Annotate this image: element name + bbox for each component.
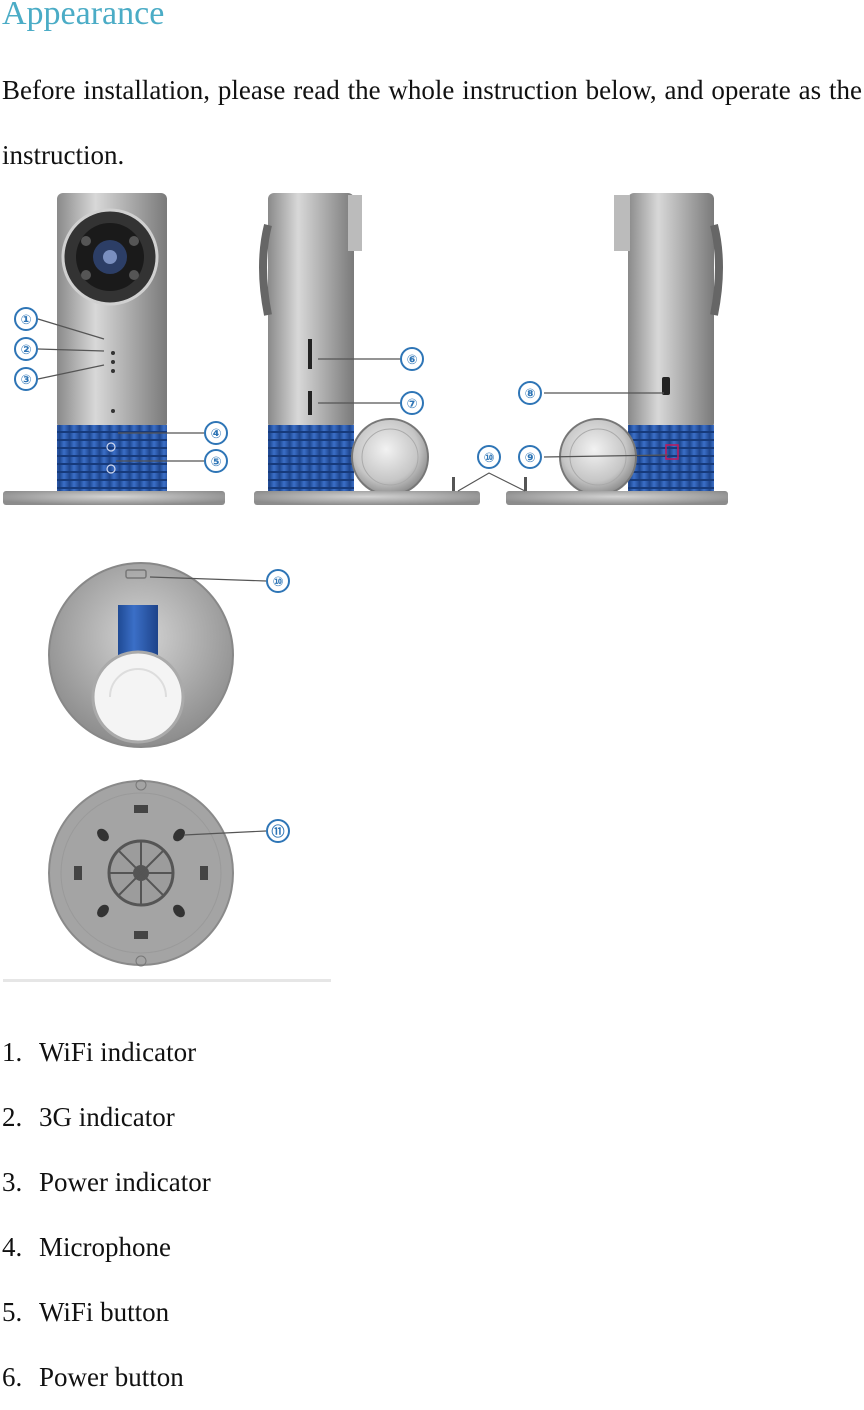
list-item-number: 4. [2,1232,23,1262]
list-item-label: 3G indicator [39,1102,175,1132]
list-item-number: 3. [2,1167,23,1197]
list-item-number: 5. [2,1297,23,1327]
svg-text:③: ③ [20,372,31,387]
svg-text:⑩: ⑩ [483,450,494,465]
svg-text:⑥: ⑥ [406,352,417,367]
callout-10-base: ⑩ [266,569,290,593]
list-item-label: Microphone [39,1232,171,1262]
base-bottom-view [48,779,234,967]
callout-leader-lines [37,318,669,836]
callout-11: ⑪ [266,819,290,843]
svg-text:⑦: ⑦ [406,396,417,411]
list-item: 5. WiFi button [0,1280,211,1345]
camera-front-view [3,193,225,505]
callout-5: ⑤ [204,449,228,473]
list-item-number: 1. [2,1037,23,1067]
callout-6: ⑥ [400,347,424,371]
callout-7: ⑦ [400,391,424,415]
camera-appearance-figure: ① ② ③ ④ ⑤ ⑥ ⑦ [0,185,864,985]
list-item: 3. Power indicator [0,1150,211,1215]
svg-text:②: ② [20,342,31,357]
callout-labels: ① ② ③ ④ ⑤ ⑥ ⑦ [14,307,542,843]
callout-4: ④ [204,421,228,445]
callout-9: ⑨ [518,445,542,469]
svg-text:①: ① [20,312,31,327]
svg-text:⑪: ⑪ [271,824,284,839]
parts-list: 1. WiFi indicator 2. 3G indicator 3. Power … [0,1020,211,1410]
intro-paragraph: Before installation, please read the who… [2,75,862,170]
camera-side-view [254,193,527,505]
callout-8: ⑧ [518,381,542,405]
list-item: 6. Power button [0,1345,211,1410]
callout-1: ① [14,307,38,331]
base-top-view [48,562,234,748]
list-item-label: WiFi indicator [39,1037,197,1067]
camera-back-view [506,193,728,505]
svg-text:④: ④ [210,426,221,441]
list-item-label: WiFi button [39,1297,170,1327]
callout-3: ③ [14,367,38,391]
section-heading: Appearance [2,0,165,32]
list-item-number: 6. [2,1362,23,1392]
svg-text:⑧: ⑧ [524,386,535,401]
list-item-number: 2. [2,1102,23,1132]
list-item: 4. Microphone [0,1215,211,1280]
list-item: 2. 3G indicator [0,1085,211,1150]
list-item: 1. WiFi indicator [0,1020,211,1085]
svg-text:⑤: ⑤ [210,454,221,469]
svg-text:⑩: ⑩ [272,574,283,589]
callout-2: ② [14,337,38,361]
svg-text:⑨: ⑨ [524,450,535,465]
list-item-label: Power button [39,1362,184,1392]
callout-10: ⑩ [477,445,501,469]
list-item-label: Power indicator [39,1167,211,1197]
